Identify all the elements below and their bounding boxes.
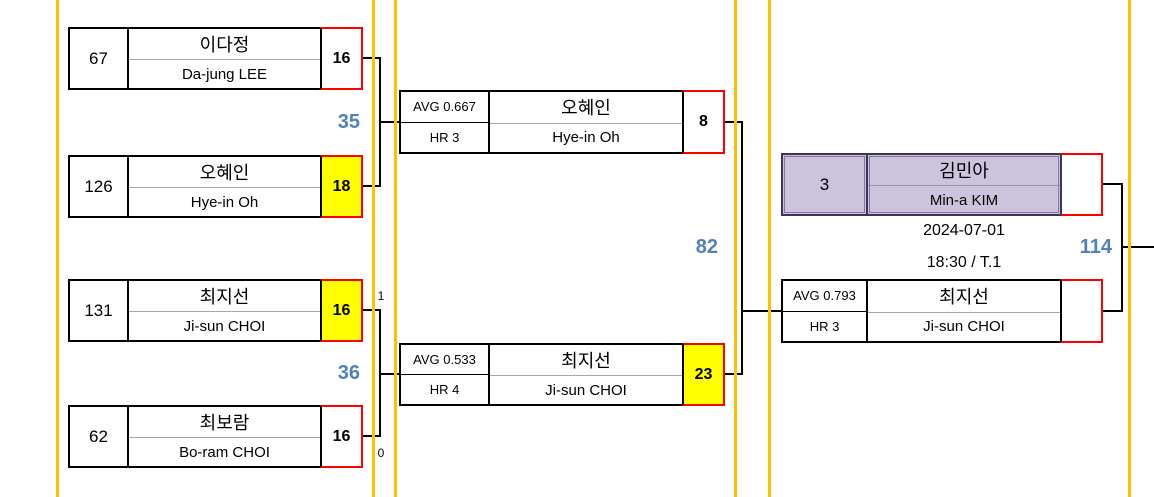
match-number-35: 35	[337, 111, 360, 133]
player-name-ko: 최지선	[490, 345, 682, 377]
score-cell: 16	[320, 27, 363, 90]
player-box-r2-hyein-oh: AVG 0.667 HR 3 오혜인 Hye-in Oh 8	[399, 90, 725, 154]
player-box-r1-hyein-oh: 126 오혜인 Hye-in Oh 18	[68, 155, 363, 218]
player-name-en: Ji-sun CHOI	[545, 381, 627, 399]
column-divider-line	[372, 0, 375, 497]
column-divider-line	[56, 0, 59, 497]
player-box-r1-jisun-choi: 131 최지선 Ji-sun CHOI 16	[68, 279, 363, 342]
connector-match82-out	[741, 310, 781, 312]
player-name-ko: 이다정	[129, 29, 320, 61]
match-date: 2024-07-01	[923, 222, 1005, 239]
player-name-cell: 오혜인 Hye-in Oh	[129, 157, 320, 216]
player-box-r1-dajung-lee: 67 이다정 Da-jung LEE 16	[68, 27, 363, 90]
player-name-ko: 최보람	[129, 407, 320, 439]
player-name-en: Bo-ram CHOI	[179, 443, 270, 461]
stats-cell: AVG 0.667 HR 3	[401, 92, 490, 152]
seed-cell: 3	[783, 155, 868, 214]
hr-stat: HR 4	[429, 382, 460, 397]
player-box-r3-mina-kim-seeded: 3 김민아 Min-a KIM	[781, 153, 1103, 216]
player-box-r1-boram-choi: 62 최보람 Bo-ram CHOI 16	[68, 405, 363, 468]
player-name-ko: 오혜인	[129, 157, 320, 189]
match-number-82: 82	[695, 236, 718, 258]
seed-cell: 62	[70, 407, 129, 466]
match-time-table: 18:30 / T.1	[926, 254, 1002, 271]
player-box-r2-jisun-choi: AVG 0.533 HR 4 최지선 Ji-sun CHOI 23	[399, 343, 725, 406]
connector-match114-bottom	[1103, 310, 1123, 312]
score-cell-empty	[1060, 279, 1103, 343]
hr-stat: HR 3	[809, 318, 840, 334]
connector-match82-vertical	[741, 121, 743, 375]
player-name-cell: 최지선 Ji-sun CHOI	[868, 281, 1060, 341]
player-name-en: Hye-in Oh	[190, 193, 259, 211]
score-cell: 16	[320, 405, 363, 468]
player-name-ko: 최지선	[129, 281, 320, 313]
player-name-en: Hye-in Oh	[552, 129, 620, 147]
score-cell-winner: 23	[682, 343, 725, 406]
column-divider-line	[1128, 0, 1131, 497]
avg-stat: AVG 0.793	[783, 281, 866, 312]
connector-match35-out	[379, 121, 399, 123]
player-name-ko: 최지선	[868, 281, 1060, 313]
player-name-cell: 김민아 Min-a KIM	[868, 155, 1060, 214]
connector-match114-top	[1103, 183, 1123, 185]
column-divider-line	[394, 0, 397, 497]
match-number-114: 114	[1079, 236, 1112, 258]
player-name-ko: 김민아	[868, 155, 1060, 187]
score-cell-empty	[1060, 153, 1103, 216]
player-name-cell: 최지선 Ji-sun CHOI	[490, 345, 682, 404]
stats-cell: AVG 0.793 HR 3	[783, 281, 868, 341]
player-box-r3-jisun-choi: AVG 0.793 HR 3 최지선 Ji-sun CHOI	[781, 279, 1103, 343]
column-divider-line	[768, 0, 771, 497]
hr-stat: HR 3	[429, 129, 460, 145]
avg-stat: AVG 0.533	[401, 345, 488, 375]
player-name-cell: 오혜인 Hye-in Oh	[490, 92, 682, 152]
set-score-bottom: 0	[377, 446, 385, 460]
player-name-en: Ji-sun CHOI	[183, 317, 266, 335]
seed-cell: 67	[70, 29, 129, 88]
score-cell: 8	[682, 90, 725, 154]
connector-match114-out	[1121, 246, 1154, 248]
score-cell-winner: 18	[320, 155, 363, 218]
avg-stat: AVG 0.667	[401, 92, 488, 123]
player-name-cell: 최보람 Bo-ram CHOI	[129, 407, 320, 466]
player-name-en: Da-jung LEE	[181, 65, 268, 83]
score-cell-winner: 16	[320, 279, 363, 342]
player-name-cell: 최지선 Ji-sun CHOI	[129, 281, 320, 340]
seed-cell: 126	[70, 157, 129, 216]
set-score-top: 1	[377, 289, 385, 303]
column-divider-line	[734, 0, 737, 497]
stats-cell: AVG 0.533 HR 4	[401, 345, 490, 404]
match-number-36: 36	[337, 362, 360, 384]
seed-cell: 131	[70, 281, 129, 340]
player-name-cell: 이다정 Da-jung LEE	[129, 29, 320, 88]
connector-match36-out	[379, 373, 399, 375]
player-name-en: Min-a KIM	[929, 191, 999, 209]
player-name-ko: 오혜인	[490, 92, 682, 124]
player-name-en: Ji-sun CHOI	[923, 318, 1005, 336]
